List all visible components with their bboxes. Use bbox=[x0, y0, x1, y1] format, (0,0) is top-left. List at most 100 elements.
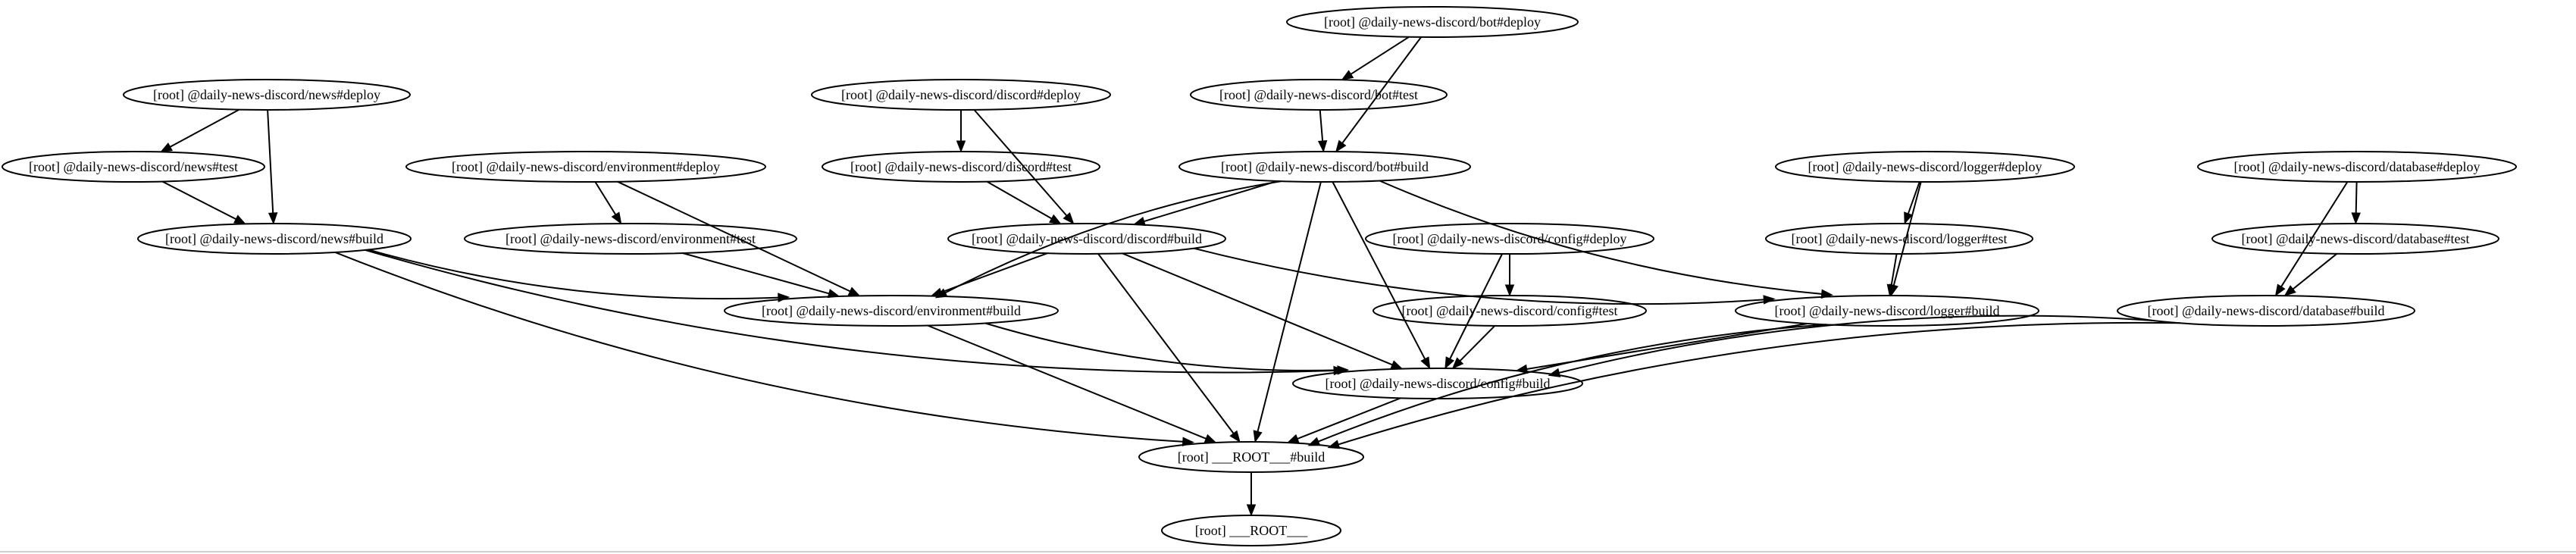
edge-arrowhead bbox=[1229, 430, 1241, 443]
node-config-build: [root] @daily-news-discord/config#build bbox=[1292, 368, 1583, 399]
edge-arrowhead bbox=[1420, 356, 1431, 370]
edge-line bbox=[973, 109, 1068, 217]
node-ellipse bbox=[1775, 151, 2075, 183]
edge-line bbox=[1338, 321, 2180, 446]
edge-arrowhead bbox=[847, 286, 861, 296]
node-label: [root] @daily-news-discord/config#test bbox=[1401, 303, 1617, 318]
edge-line bbox=[267, 109, 274, 214]
node-ellipse bbox=[405, 151, 766, 183]
edge-database-deploy-to-database-build bbox=[2274, 181, 2349, 297]
node-root: [root] ___ROOT___ bbox=[1161, 515, 1341, 546]
node-label: [root] @daily-news-discord/environment#b… bbox=[762, 303, 1021, 318]
edge-line bbox=[1890, 253, 1898, 286]
edge-discord-deploy-to-discord-test bbox=[956, 110, 966, 153]
node-root-build: [root] ___ROOT___#build bbox=[1138, 441, 1364, 473]
edge-arrowhead bbox=[1763, 295, 1776, 305]
edge-line bbox=[1257, 181, 1322, 432]
node-news-test: [root] @daily-news-discord/news#test bbox=[2, 151, 265, 183]
edge-environment-test-to-environment-build bbox=[682, 252, 840, 299]
edges-layer bbox=[159, 36, 2361, 517]
node-label: [root] @daily-news-discord/database#depl… bbox=[2234, 159, 2481, 174]
edge-line bbox=[2355, 181, 2358, 214]
node-logger-build: [root] @daily-news-discord/logger#build bbox=[1735, 295, 2039, 327]
node-database-deploy: [root] @daily-news-discord/database#depl… bbox=[2197, 151, 2517, 183]
node-config-test: [root] @daily-news-discord/config#test bbox=[1373, 295, 1647, 327]
edge-arrowhead bbox=[1445, 356, 1454, 370]
node-ellipse bbox=[2197, 151, 2517, 183]
node-ellipse bbox=[137, 223, 412, 255]
edge-line bbox=[170, 108, 240, 148]
node-label: [root] @daily-news-discord/discord#test bbox=[850, 159, 1072, 174]
edge-news-deploy-to-news-build bbox=[267, 109, 278, 225]
node-label: [root] @daily-news-discord/bot#test bbox=[1219, 87, 1418, 102]
edge-line bbox=[594, 181, 617, 215]
node-ellipse bbox=[2117, 295, 2415, 327]
edge-logger-deploy-to-logger-test bbox=[1904, 181, 1920, 225]
node-ellipse bbox=[2211, 223, 2499, 255]
edge-arrowhead bbox=[2283, 285, 2296, 297]
node-bot-deploy: [root] @daily-news-discord/bot#deploy bbox=[1286, 6, 1579, 38]
node-database-test: [root] @daily-news-discord/database#test bbox=[2211, 223, 2499, 255]
nodes-layer: [root] @daily-news-discord/bot#deploy [ro… bbox=[2, 6, 2517, 546]
node-ellipse bbox=[123, 79, 411, 111]
node-ellipse bbox=[1765, 223, 2033, 255]
edge-line bbox=[1559, 315, 2154, 374]
node-label: [root] @daily-news-discord/news#build bbox=[165, 231, 383, 246]
node-news-deploy: [root] @daily-news-discord/news#deploy bbox=[123, 79, 411, 111]
edge-arrowhead bbox=[1451, 357, 1464, 370]
edge-line bbox=[1332, 181, 1426, 360]
edge-arrowhead bbox=[956, 140, 966, 153]
node-label: [root] @daily-news-discord/logger#test bbox=[1791, 231, 2007, 246]
edge-bot-build-to-config-build bbox=[1332, 181, 1431, 370]
edge-line bbox=[2292, 253, 2338, 290]
node-ellipse bbox=[1138, 441, 1364, 473]
node-config-deploy: [root] @daily-news-discord/config#deploy bbox=[1365, 223, 1654, 255]
edge-discord-build-to-config-build bbox=[1122, 252, 1404, 370]
edge-database-test-to-database-build bbox=[2283, 253, 2338, 297]
edge-config-deploy-to-config-test bbox=[1504, 254, 1515, 297]
edge-environment-build-to-root-build bbox=[927, 324, 1217, 443]
node-bot-test: [root] @daily-news-discord/bot#test bbox=[1190, 79, 1448, 111]
node-label: [root] @daily-news-discord/discord#build bbox=[972, 231, 1202, 246]
edge-arrowhead bbox=[1063, 212, 1075, 225]
node-logger-test: [root] @daily-news-discord/logger#test bbox=[1765, 223, 2033, 255]
edge-arrowhead bbox=[1341, 70, 1354, 81]
edge-line bbox=[1907, 181, 1920, 214]
edge-bot-build-to-root-build bbox=[1253, 181, 1322, 443]
node-label: [root] @daily-news-discord/environment#d… bbox=[452, 159, 720, 174]
edge-environment-deploy-to-environment-test bbox=[594, 181, 622, 225]
edge-bot-test-to-bot-build bbox=[1317, 109, 1328, 153]
edge-line bbox=[161, 180, 236, 220]
edge-arrowhead bbox=[2351, 212, 2361, 225]
edge-discord-deploy-to-discord-build bbox=[973, 109, 1075, 225]
edge-arrowhead bbox=[611, 211, 622, 225]
node-environment-test: [root] @daily-news-discord/environment#t… bbox=[464, 223, 797, 255]
edge-line bbox=[984, 322, 1338, 371]
edge-line bbox=[986, 180, 1052, 220]
edge-line bbox=[1449, 253, 1503, 359]
node-ellipse bbox=[1292, 368, 1583, 399]
edge-line bbox=[1194, 247, 1764, 305]
edge-arrowhead bbox=[1286, 433, 1300, 443]
edge-arrowhead bbox=[1390, 360, 1404, 370]
edge-arrowhead bbox=[930, 287, 944, 297]
edge-arrowhead bbox=[1253, 430, 1263, 443]
node-discord-test: [root] @daily-news-discord/discord#test bbox=[822, 151, 1100, 183]
node-label: [root] @daily-news-discord/config#build bbox=[1325, 376, 1550, 391]
edge-arrowhead bbox=[778, 293, 790, 302]
node-ellipse bbox=[464, 223, 797, 255]
edge-line bbox=[1144, 180, 1278, 223]
node-ellipse bbox=[1178, 151, 1471, 183]
node-discord-deploy: [root] @daily-news-discord/discord#deplo… bbox=[811, 79, 1111, 111]
node-logger-deploy: [root] @daily-news-discord/logger#deploy bbox=[1775, 151, 2075, 183]
edge-discord-test-to-discord-build bbox=[986, 180, 1062, 225]
edge-arrowhead bbox=[233, 214, 246, 225]
node-label: [root] @daily-news-discord/config#deploy bbox=[1393, 231, 1627, 246]
node-label: [root] @daily-news-discord/bot#deploy bbox=[1324, 14, 1541, 30]
node-ellipse bbox=[1373, 295, 1647, 327]
edge-line bbox=[1459, 325, 1496, 362]
edge-arrowhead bbox=[268, 212, 278, 225]
edge-news-test-to-news-build bbox=[161, 180, 246, 225]
edge-database-deploy-to-database-test bbox=[2351, 181, 2361, 225]
